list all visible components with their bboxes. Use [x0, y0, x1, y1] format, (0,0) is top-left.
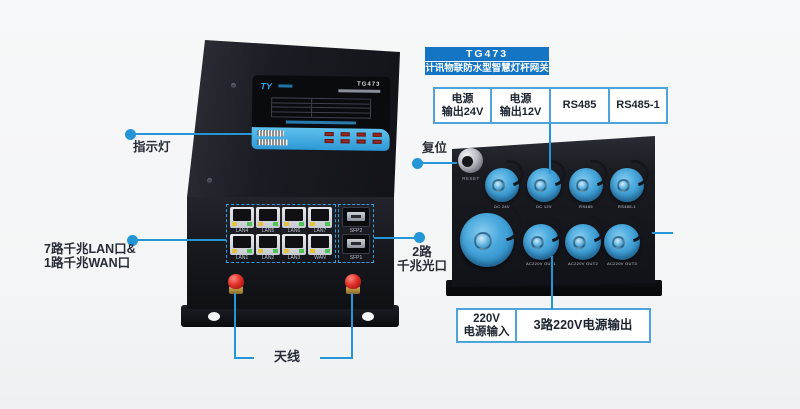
port-label: LAN5: [261, 228, 275, 234]
callout-line-antenna-h-right: [320, 357, 353, 359]
antenna-connector: [227, 274, 245, 294]
rj45-row-bottom: [230, 234, 332, 255]
connector-rs485-1: [610, 154, 654, 202]
callout-dot-optical: [414, 232, 425, 243]
antenna-connector: [344, 274, 362, 294]
connector-dc12v: [527, 154, 571, 202]
callout-line-antenna-h-left: [234, 357, 254, 359]
mounting-hole: [208, 312, 220, 321]
port-label: SFP1: [349, 255, 363, 261]
screw: [231, 83, 236, 88]
barcode-sticker: [257, 139, 288, 146]
status-led-grid: [324, 132, 382, 144]
box-rs485: RS485: [549, 87, 610, 124]
lan-ports-highlight-box: [226, 204, 336, 263]
connector-rs485: [569, 154, 613, 202]
screw: [207, 178, 212, 183]
callout-line-dc12v-drop: [549, 124, 551, 174]
device-label-plate: TY TG473: [251, 75, 391, 151]
reset-button: [458, 148, 483, 173]
port-label: LAN1: [235, 255, 249, 261]
callout-line-optical: [374, 237, 416, 239]
box-rs485-1: RS485-1: [608, 87, 668, 124]
callout-label-optical: 2路 千兆光口: [396, 245, 447, 273]
port-label: LAN6: [287, 228, 301, 234]
rj45-labels-top: LAN4 LAN5 LAN6 LAN7: [230, 228, 332, 234]
callout-line-antenna-left: [234, 293, 236, 359]
sfp-ports-highlight-box: [338, 204, 374, 263]
led: [356, 132, 366, 137]
callout-label-reset: 复位: [422, 141, 448, 155]
box-power-out-12v: 电源 输出12V: [490, 87, 551, 124]
led: [340, 139, 350, 144]
connector-ac220v-out2: [565, 210, 610, 260]
label-subtitle-bar: [338, 89, 381, 93]
led: [340, 132, 350, 137]
port-label: LAN3: [287, 255, 301, 261]
callout-line-reset: [417, 162, 457, 164]
callout-label-indicator: 指示灯: [133, 140, 171, 154]
led: [356, 139, 366, 144]
badge-model: TG473: [425, 47, 549, 61]
connector-ac220v-out3: [604, 210, 649, 260]
badge-subtitle: 计讯物联防水型智慧灯杆网关: [425, 62, 549, 75]
barcode-sticker: [257, 130, 284, 137]
brand-logo: TY: [260, 81, 272, 92]
port-label: LAN4: [235, 228, 249, 234]
callout-line-indicator: [130, 133, 252, 135]
callout-line-antenna-right: [351, 293, 353, 359]
reset-label: RESET: [462, 176, 480, 181]
indicator-led-strip: [251, 127, 390, 151]
connector-dc24v: [485, 154, 529, 202]
callout-label-antenna: 天线: [273, 349, 300, 364]
rj45-labels-bottom: LAN1 LAN2 LAN3 WAN: [230, 255, 332, 261]
callout-dot-indicator: [125, 129, 136, 140]
rj45-port: [282, 234, 306, 255]
box-220v-output: 3路220V电源输出: [515, 308, 651, 343]
callout-line-right-stub: [652, 232, 673, 234]
led: [372, 139, 382, 144]
callout-line-lan: [132, 239, 226, 241]
spec-table: [270, 97, 372, 119]
port-label: LAN7: [313, 228, 327, 234]
callout-dot-lan: [127, 235, 138, 246]
callout-dot-reset: [412, 158, 423, 169]
connector-ac220v-in: [460, 194, 529, 267]
rj45-row-top: [230, 207, 332, 228]
label-model-text: TG473: [357, 81, 381, 88]
rj45-port: [230, 234, 254, 255]
rj45-port: [308, 207, 332, 228]
connector-label: AC220V OUT3: [607, 261, 637, 266]
connector-label: AC220V OUT2: [568, 261, 598, 266]
spec-row: [272, 112, 370, 118]
connector-label: DC 24V: [494, 204, 510, 209]
rj45-port: [256, 207, 280, 228]
rj45-port: [256, 234, 280, 255]
brand-logo-underline: [278, 84, 293, 88]
port-label: WAN: [314, 255, 326, 261]
sfp-port: [342, 234, 370, 254]
connector-ac220v-out1: [523, 210, 568, 260]
box-power-out-24v: 电源 输出24V: [433, 87, 492, 124]
rj45-port: [230, 207, 254, 228]
connector-label: DC 12V: [536, 204, 552, 209]
port-label: LAN2: [261, 255, 275, 261]
led: [324, 139, 334, 144]
callout-label-lan: 7路千兆LAN口& 1路千兆WAN口: [44, 242, 136, 270]
rj45-port: [282, 207, 306, 228]
sfp-port: [342, 207, 370, 227]
led: [372, 132, 382, 137]
connector-label: RS485: [579, 204, 593, 209]
callout-line-output-drop: [551, 256, 553, 310]
connector-label: AC220V OUT1: [526, 261, 556, 266]
box-220v-input: 220V 电源输入: [456, 308, 517, 343]
port-label: SFP2: [349, 228, 363, 234]
mounting-hole: [362, 312, 374, 321]
led: [324, 132, 334, 137]
connector-label: RS485-1: [618, 204, 636, 209]
rj45-port: [308, 234, 332, 255]
label-address-line: [285, 120, 356, 125]
